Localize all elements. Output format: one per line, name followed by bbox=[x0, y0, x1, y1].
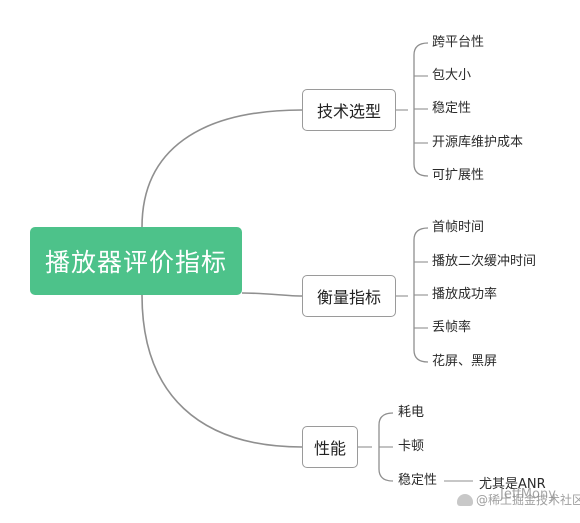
leaf-package-size[interactable]: 包大小 bbox=[432, 68, 472, 83]
leaf-stutter[interactable]: 卡顿 bbox=[398, 439, 425, 454]
edge-root-to-tech-selection bbox=[141, 109, 303, 228]
watermark-text: @稀土掘金技术社区 bbox=[476, 493, 580, 507]
edge-root-to-metrics bbox=[241, 292, 303, 297]
leaf-maintenance-cost[interactable]: 开源库维护成本 bbox=[432, 135, 524, 150]
leaf-cross-platform[interactable]: 跨平台性 bbox=[432, 35, 485, 50]
watermark-overlay: JeffMony bbox=[500, 487, 556, 502]
leaf-power-consumption[interactable]: 耗电 bbox=[398, 405, 425, 420]
branch-performance[interactable]: 性能 bbox=[302, 426, 358, 468]
watermark: @稀土掘金技术社区 bbox=[457, 491, 580, 508]
leaf-stability-performance[interactable]: 稳定性 bbox=[398, 473, 438, 488]
root-node[interactable]: 播放器评价指标 bbox=[30, 227, 242, 295]
branch-tech-selection[interactable]: 技术选型 bbox=[302, 89, 396, 131]
leaf-extensibility[interactable]: 可扩展性 bbox=[432, 168, 485, 183]
leaf-stability[interactable]: 稳定性 bbox=[432, 101, 472, 116]
leaf-first-frame-time[interactable]: 首帧时间 bbox=[432, 220, 485, 235]
leaf-rebuffer-time[interactable]: 播放二次缓冲时间 bbox=[432, 254, 537, 269]
leaf-success-rate[interactable]: 播放成功率 bbox=[432, 287, 498, 302]
community-logo-icon bbox=[457, 493, 473, 506]
leaf-screen-glitch[interactable]: 花屏、黑屏 bbox=[432, 354, 498, 369]
note-especially-anr: 尤其是ANR bbox=[479, 477, 546, 492]
branch-metrics[interactable]: 衡量指标 bbox=[302, 275, 396, 317]
edge-root-to-performance bbox=[141, 294, 303, 448]
leaf-frame-drop-rate[interactable]: 丢帧率 bbox=[432, 320, 472, 335]
